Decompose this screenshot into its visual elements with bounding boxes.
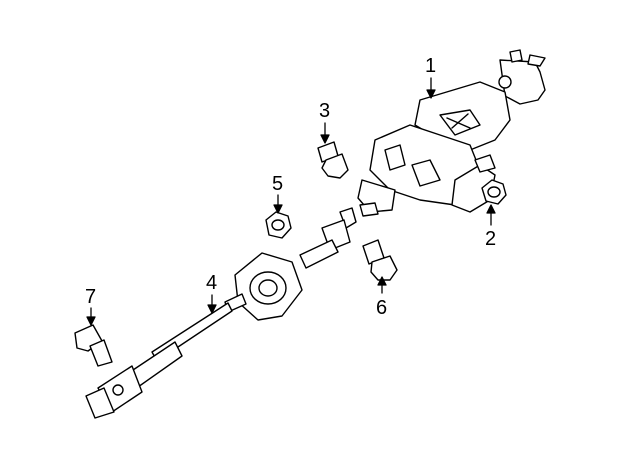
callout-6: 6 bbox=[376, 297, 388, 319]
steering-column-part-1 bbox=[357, 49, 546, 217]
callout-5: 5 bbox=[272, 173, 284, 195]
callout-4: 4 bbox=[206, 272, 218, 294]
bolt-part-7 bbox=[74, 324, 113, 367]
bolt-part-6 bbox=[362, 239, 398, 281]
bolt-part-3 bbox=[317, 141, 349, 179]
callout-7: 7 bbox=[85, 286, 97, 308]
leader-lines bbox=[86, 77, 496, 326]
callout-2: 2 bbox=[485, 228, 497, 250]
intermediate-shaft-part-4 bbox=[85, 207, 357, 419]
callout-1: 1 bbox=[425, 55, 437, 77]
nut-part-2 bbox=[481, 179, 507, 205]
callout-3: 3 bbox=[319, 100, 331, 122]
nut-part-5 bbox=[265, 211, 292, 239]
